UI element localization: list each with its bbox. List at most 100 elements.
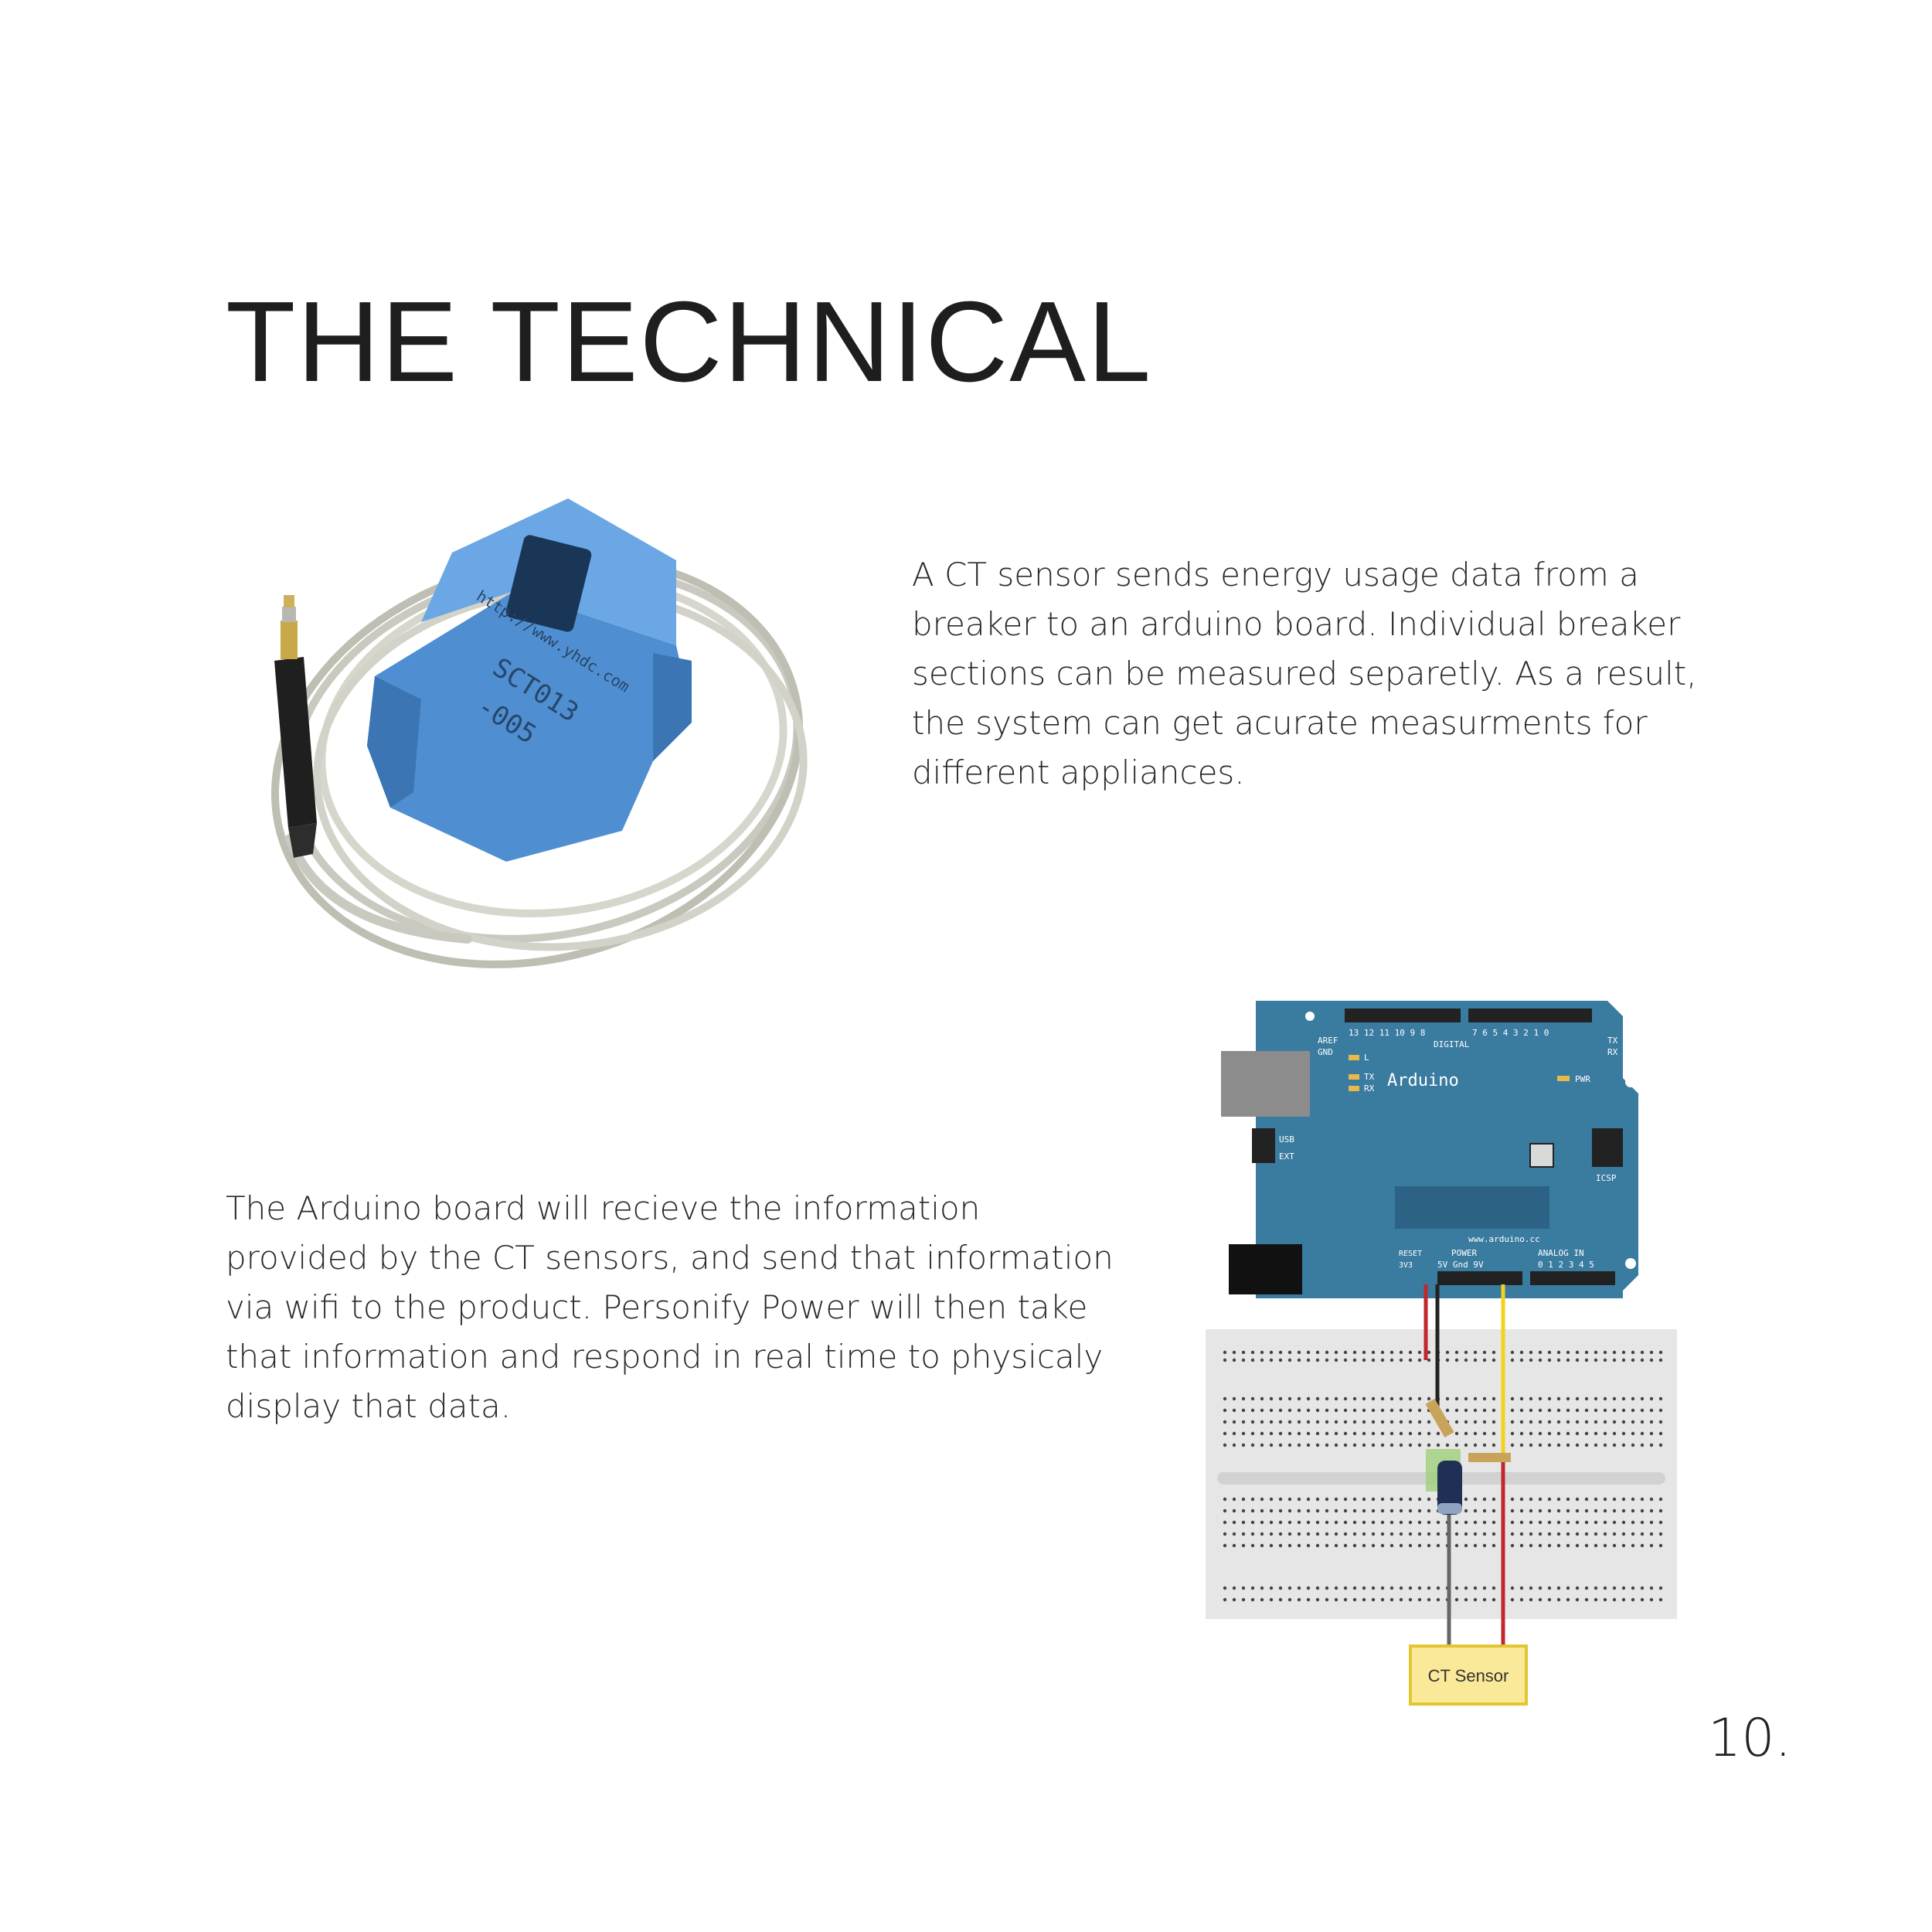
breadboard-hole xyxy=(1362,1497,1366,1502)
breadboard-hole xyxy=(1473,1408,1478,1413)
breadboard-hole xyxy=(1473,1532,1478,1536)
breadboard-hole xyxy=(1399,1431,1403,1436)
breadboard-hole xyxy=(1269,1497,1274,1502)
breadboard-hole xyxy=(1594,1420,1598,1424)
breadboard-hole xyxy=(1584,1520,1589,1525)
breadboard-hole xyxy=(1250,1350,1255,1355)
breadboard-hole xyxy=(1658,1408,1663,1413)
breadboard-hole xyxy=(1306,1431,1311,1436)
breadboard-hole xyxy=(1380,1543,1385,1548)
breadboard-hole xyxy=(1473,1509,1478,1513)
breadboard-hole xyxy=(1223,1431,1227,1436)
power-pins-label: 5V Gnd 9V xyxy=(1437,1260,1484,1270)
breadboard-hole xyxy=(1556,1497,1561,1502)
breadboard-hole xyxy=(1371,1497,1376,1502)
breadboard-hole xyxy=(1454,1396,1459,1401)
breadboard-hole xyxy=(1334,1543,1338,1548)
breadboard-hole xyxy=(1658,1497,1663,1502)
ext-label: EXT xyxy=(1279,1151,1294,1162)
breadboard-hole xyxy=(1297,1420,1301,1424)
breadboard-hole xyxy=(1538,1443,1543,1447)
breadboard-hole xyxy=(1464,1532,1468,1536)
breadboard-hole xyxy=(1408,1358,1413,1362)
breadboard-hole xyxy=(1649,1396,1654,1401)
breadboard-hole xyxy=(1269,1408,1274,1413)
breadboard-hole xyxy=(1584,1358,1589,1362)
breadboard-hole xyxy=(1473,1520,1478,1525)
breadboard-hole xyxy=(1482,1509,1487,1513)
breadboard-hole xyxy=(1241,1350,1246,1355)
breadboard-hole xyxy=(1547,1586,1552,1590)
breadboard-hole xyxy=(1315,1431,1320,1436)
breadboard-hole xyxy=(1417,1520,1422,1525)
breadboard-hole xyxy=(1232,1396,1236,1401)
breadboard-hole xyxy=(1492,1408,1496,1413)
breadboard-hole xyxy=(1223,1396,1227,1401)
breadboard-hole xyxy=(1594,1396,1598,1401)
breadboard-hole xyxy=(1287,1408,1292,1413)
breadboard-hole xyxy=(1464,1520,1468,1525)
breadboard-hole xyxy=(1612,1597,1617,1602)
breadboard-hole xyxy=(1492,1396,1496,1401)
breadboard-hole xyxy=(1417,1532,1422,1536)
breadboard-hole xyxy=(1482,1350,1487,1355)
breadboard-hole xyxy=(1482,1520,1487,1525)
led-l-label: L xyxy=(1364,1053,1369,1063)
breadboard-hole xyxy=(1362,1431,1366,1436)
breadboard-hole xyxy=(1408,1497,1413,1502)
breadboard-hole xyxy=(1566,1358,1570,1362)
breadboard-hole xyxy=(1334,1597,1338,1602)
digital-pins-left-label: 13 12 11 10 9 8 xyxy=(1349,1028,1425,1038)
website-label: www.arduino.cc xyxy=(1468,1234,1540,1244)
breadboard-hole xyxy=(1538,1509,1543,1513)
breadboard-hole xyxy=(1658,1509,1663,1513)
breadboard-hole xyxy=(1464,1597,1468,1602)
breadboard-hole xyxy=(1547,1509,1552,1513)
breadboard-hole xyxy=(1371,1358,1376,1362)
breadboard-hole xyxy=(1510,1358,1515,1362)
breadboard-hole xyxy=(1278,1597,1283,1602)
breadboard-hole xyxy=(1408,1509,1413,1513)
breadboard-hole xyxy=(1325,1509,1329,1513)
breadboard-hole xyxy=(1436,1543,1440,1548)
breadboard-hole xyxy=(1482,1358,1487,1362)
breadboard-hole xyxy=(1232,1543,1236,1548)
breadboard-hole xyxy=(1325,1420,1329,1424)
breadboard-hole xyxy=(1649,1350,1654,1355)
breadboard-hole xyxy=(1260,1420,1264,1424)
breadboard-hole xyxy=(1454,1443,1459,1447)
breadboard-hole xyxy=(1464,1350,1468,1355)
breadboard-hole xyxy=(1575,1586,1580,1590)
breadboard-hole xyxy=(1621,1396,1626,1401)
breadboard-hole xyxy=(1584,1420,1589,1424)
breadboard-hole xyxy=(1464,1497,1468,1502)
breadboard-hole xyxy=(1631,1408,1635,1413)
breadboard-hole xyxy=(1519,1586,1524,1590)
breadboard-hole xyxy=(1556,1396,1561,1401)
breadboard-hole xyxy=(1250,1586,1255,1590)
breadboard-hole xyxy=(1529,1597,1533,1602)
breadboard-hole xyxy=(1297,1358,1301,1362)
breadboard-hole xyxy=(1260,1358,1264,1362)
breadboard-hole xyxy=(1408,1350,1413,1355)
breadboard-hole xyxy=(1352,1509,1357,1513)
breadboard-hole xyxy=(1315,1586,1320,1590)
breadboard-hole xyxy=(1454,1408,1459,1413)
breadboard-hole xyxy=(1575,1532,1580,1536)
breadboard-hole xyxy=(1306,1532,1311,1536)
breadboard-hole xyxy=(1603,1431,1607,1436)
breadboard-hole xyxy=(1454,1431,1459,1436)
breadboard-hole xyxy=(1584,1532,1589,1536)
breadboard-hole xyxy=(1575,1509,1580,1513)
breadboard-hole xyxy=(1269,1520,1274,1525)
breadboard-hole xyxy=(1547,1497,1552,1502)
breadboard-hole xyxy=(1519,1532,1524,1536)
breadboard-hole xyxy=(1352,1520,1357,1525)
breadboard-hole xyxy=(1473,1350,1478,1355)
gnd-label: GND xyxy=(1318,1047,1333,1057)
breadboard-hole xyxy=(1547,1431,1552,1436)
breadboard-hole xyxy=(1371,1586,1376,1590)
breadboard-hole xyxy=(1287,1520,1292,1525)
breadboard-hole xyxy=(1631,1497,1635,1502)
breadboard-hole xyxy=(1250,1597,1255,1602)
